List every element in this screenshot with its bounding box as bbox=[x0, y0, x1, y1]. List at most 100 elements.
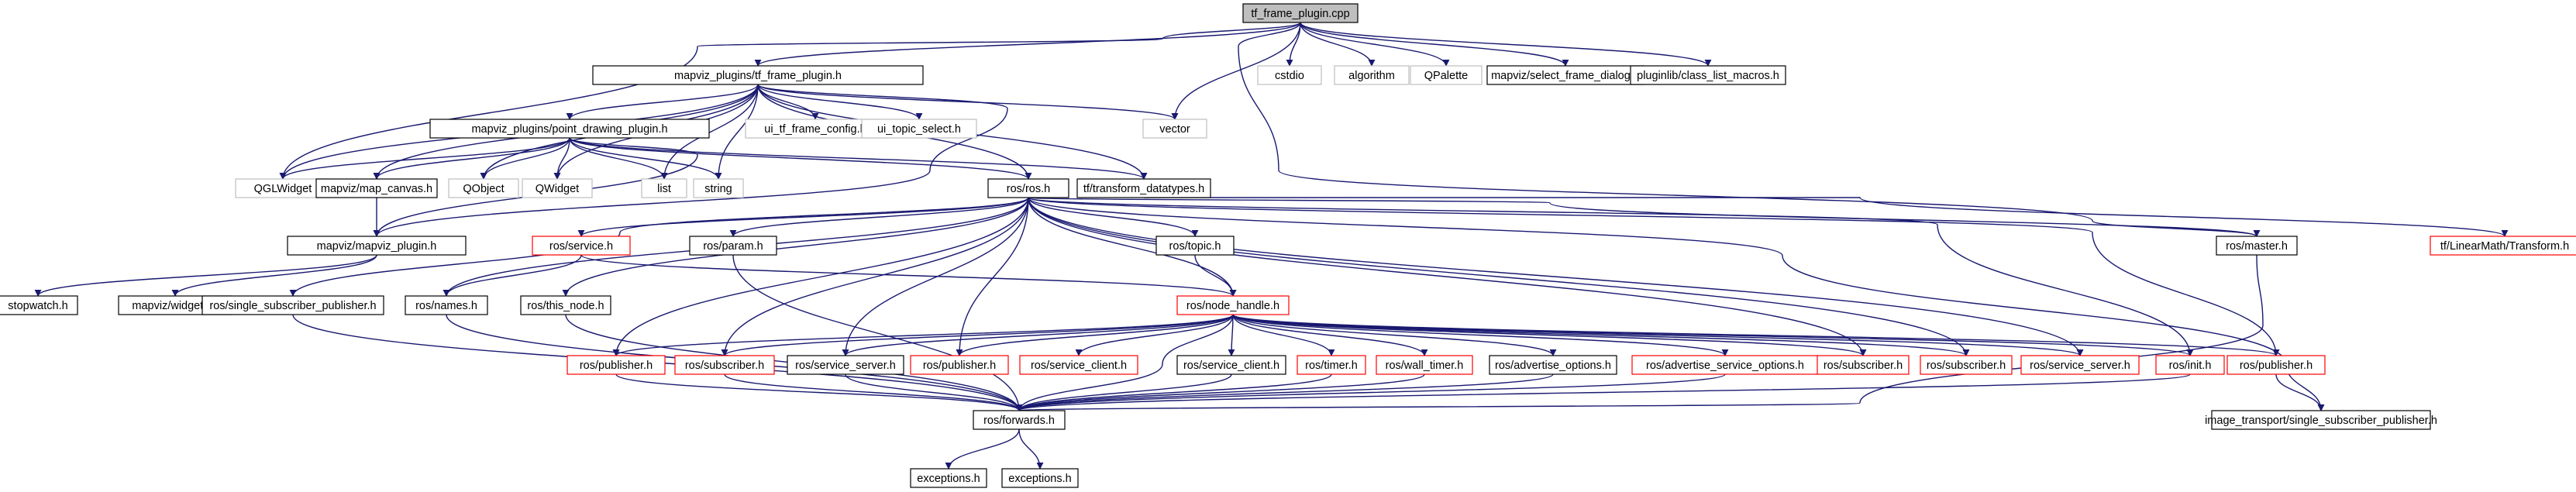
node-nodehandle[interactable]: ros/node_handle.h bbox=[1176, 295, 1290, 315]
node-qwidget: QWidget bbox=[522, 178, 593, 198]
edge-rosh-to-pub3 bbox=[1028, 197, 2280, 356]
edge-rosh-to-rosinit bbox=[1028, 197, 2194, 356]
edge-nodehandle-to-sub3 bbox=[1232, 314, 1970, 356]
edge-mvplugin-to-stopwatch bbox=[34, 254, 377, 297]
node-rosmaster[interactable]: ros/master.h bbox=[2216, 236, 2298, 256]
edge-rosh-to-rostopic bbox=[1028, 197, 1199, 237]
node-label: QPalette bbox=[1424, 70, 1468, 82]
node-box bbox=[1410, 65, 1483, 85]
node-box bbox=[787, 355, 904, 375]
edge-pdp-to-qwidget bbox=[553, 137, 570, 180]
node-exc1[interactable]: exceptions.h bbox=[910, 468, 987, 488]
node-box bbox=[1486, 65, 1644, 85]
node-mapcanvas[interactable]: mapviz/map_canvas.h bbox=[315, 178, 438, 198]
node-selframe[interactable]: mapviz/select_frame_dialog.h bbox=[1486, 65, 1644, 85]
node-label: mapviz/mapviz_plugin.h bbox=[317, 240, 437, 253]
edge-rosmaster-to-forwards bbox=[1017, 254, 2264, 411]
node-exc2[interactable]: exceptions.h bbox=[1001, 468, 1079, 488]
node-forwards[interactable]: ros/forwards.h bbox=[973, 410, 1066, 430]
node-walltimer[interactable]: ros/wall_timer.h bbox=[1376, 355, 1473, 375]
edge-rosh-to-sub3 bbox=[1028, 197, 1970, 356]
node-box bbox=[1176, 295, 1290, 315]
edge-root-to-selframe bbox=[1300, 22, 1569, 67]
edge-nodehandle-to-walltimer bbox=[1232, 314, 1428, 356]
node-singlesub[interactable]: ros/single_subscriber_publisher.h bbox=[201, 295, 384, 315]
node-box bbox=[987, 178, 1069, 198]
node-pub3[interactable]: ros/publisher.h bbox=[2226, 355, 2326, 375]
node-tflinmath[interactable]: tf/LinearMath/Transform.h bbox=[2430, 236, 2576, 256]
node-box bbox=[2226, 355, 2326, 375]
node-label: QGLWidget bbox=[254, 183, 312, 195]
node-label: ros/service_client.h bbox=[1031, 360, 1127, 372]
edge-mpl-to-uitopic bbox=[757, 84, 923, 120]
node-box bbox=[973, 410, 1066, 430]
edge-mvplugin-to-widgets bbox=[171, 254, 377, 297]
node-label: ros/publisher.h bbox=[923, 360, 996, 372]
node-box bbox=[287, 236, 467, 256]
node-label: tf_frame_plugin.cpp bbox=[1251, 8, 1349, 20]
node-label: mapviz/widgets.h bbox=[132, 300, 218, 312]
node-sub2[interactable]: ros/subscriber.h bbox=[1817, 355, 1910, 375]
node-label: ros/init.h bbox=[2169, 360, 2212, 372]
edge-nodehandle-to-forwards bbox=[1015, 314, 1234, 411]
node-srvclient1[interactable]: ros/service_client.h bbox=[1019, 355, 1138, 375]
node-root[interactable]: tf_frame_plugin.cpp bbox=[1242, 3, 1359, 23]
node-label: ui_topic_select.h bbox=[877, 123, 961, 136]
node-classlist[interactable]: pluginlib/class_list_macros.h bbox=[1630, 65, 1786, 85]
edge-nodehandle-to-srvserver1 bbox=[842, 314, 1234, 356]
node-mvplugin[interactable]: mapviz/mapviz_plugin.h bbox=[287, 236, 467, 256]
node-box bbox=[1630, 65, 1786, 85]
edge-rosh-to-rosparam bbox=[729, 197, 1029, 237]
node-rosservice[interactable]: ros/service.h bbox=[532, 236, 631, 256]
node-label: ros/advertise_options.h bbox=[1495, 360, 1611, 372]
node-srvclient2[interactable]: ros/service_client.h bbox=[1176, 355, 1286, 375]
node-sub3[interactable]: ros/subscriber.h bbox=[1920, 355, 2013, 375]
node-box bbox=[1631, 355, 1819, 375]
node-pub2[interactable]: ros/publisher.h bbox=[910, 355, 1009, 375]
node-label: ros/subscriber.h bbox=[1824, 360, 1903, 372]
node-rosinit[interactable]: ros/init.h bbox=[2155, 355, 2225, 375]
node-list: list bbox=[641, 178, 687, 198]
node-pdp[interactable]: mapviz_plugins/point_drawing_plugin.h bbox=[429, 119, 710, 139]
node-label: ros/names.h bbox=[415, 300, 477, 312]
node-tftypes[interactable]: tf/transform_datatypes.h bbox=[1076, 178, 1211, 198]
edge-root-to-mpl bbox=[754, 22, 1301, 67]
node-rosnames[interactable]: ros/names.h bbox=[405, 295, 488, 315]
node-advsrvopts[interactable]: ros/advertise_service_options.h bbox=[1631, 355, 1819, 375]
node-srvserver2[interactable]: ros/service_server.h bbox=[2020, 355, 2140, 375]
node-advopts[interactable]: ros/advertise_options.h bbox=[1489, 355, 1617, 375]
node-box bbox=[2155, 355, 2225, 375]
node-mpl[interactable]: mapviz_plugins/tf_frame_plugin.h bbox=[592, 65, 924, 85]
node-box bbox=[2430, 236, 2576, 256]
node-box bbox=[448, 178, 519, 198]
node-label: ros/param.h bbox=[703, 240, 763, 253]
node-box bbox=[1334, 65, 1410, 85]
node-box bbox=[1155, 236, 1235, 256]
node-stopwatch[interactable]: stopwatch.h bbox=[0, 295, 78, 315]
node-box bbox=[592, 65, 924, 85]
node-label: ros/topic.h bbox=[1169, 240, 1221, 253]
node-rostopic[interactable]: ros/topic.h bbox=[1155, 236, 1235, 256]
node-sub1[interactable]: ros/subscriber.h bbox=[674, 355, 775, 375]
node-label: ros/subscriber.h bbox=[1927, 360, 2006, 372]
node-rosh[interactable]: ros/ros.h bbox=[987, 178, 1069, 198]
node-srvserver1[interactable]: ros/service_server.h bbox=[787, 355, 904, 375]
node-imgsingle[interactable]: image_transport/single_subscriber_publis… bbox=[2205, 410, 2437, 430]
node-box bbox=[429, 119, 710, 139]
node-timer[interactable]: ros/timer.h bbox=[1297, 355, 1366, 375]
node-thisnode[interactable]: ros/this_node.h bbox=[520, 295, 611, 315]
node-box bbox=[910, 468, 987, 488]
node-pub1[interactable]: ros/publisher.h bbox=[567, 355, 666, 375]
node-box bbox=[689, 236, 777, 256]
node-algorithm: algorithm bbox=[1334, 65, 1410, 85]
edge-rosh-to-nodehandle bbox=[1028, 197, 1237, 297]
edge-nodehandle-to-pub2 bbox=[956, 314, 1234, 356]
edge-rosh-to-srvserver2 bbox=[1028, 197, 2084, 356]
node-rosparam[interactable]: ros/param.h bbox=[689, 236, 777, 256]
edge-mpl-to-pdp bbox=[566, 84, 759, 120]
edge-rosh-to-rosmaster bbox=[1028, 197, 2261, 237]
node-label: image_transport/single_subscriber_publis… bbox=[2205, 415, 2437, 427]
node-label: QWidget bbox=[536, 183, 579, 195]
edge-forwards-to-exc1 bbox=[945, 428, 1020, 470]
edge-mpl-to-string bbox=[715, 84, 759, 180]
